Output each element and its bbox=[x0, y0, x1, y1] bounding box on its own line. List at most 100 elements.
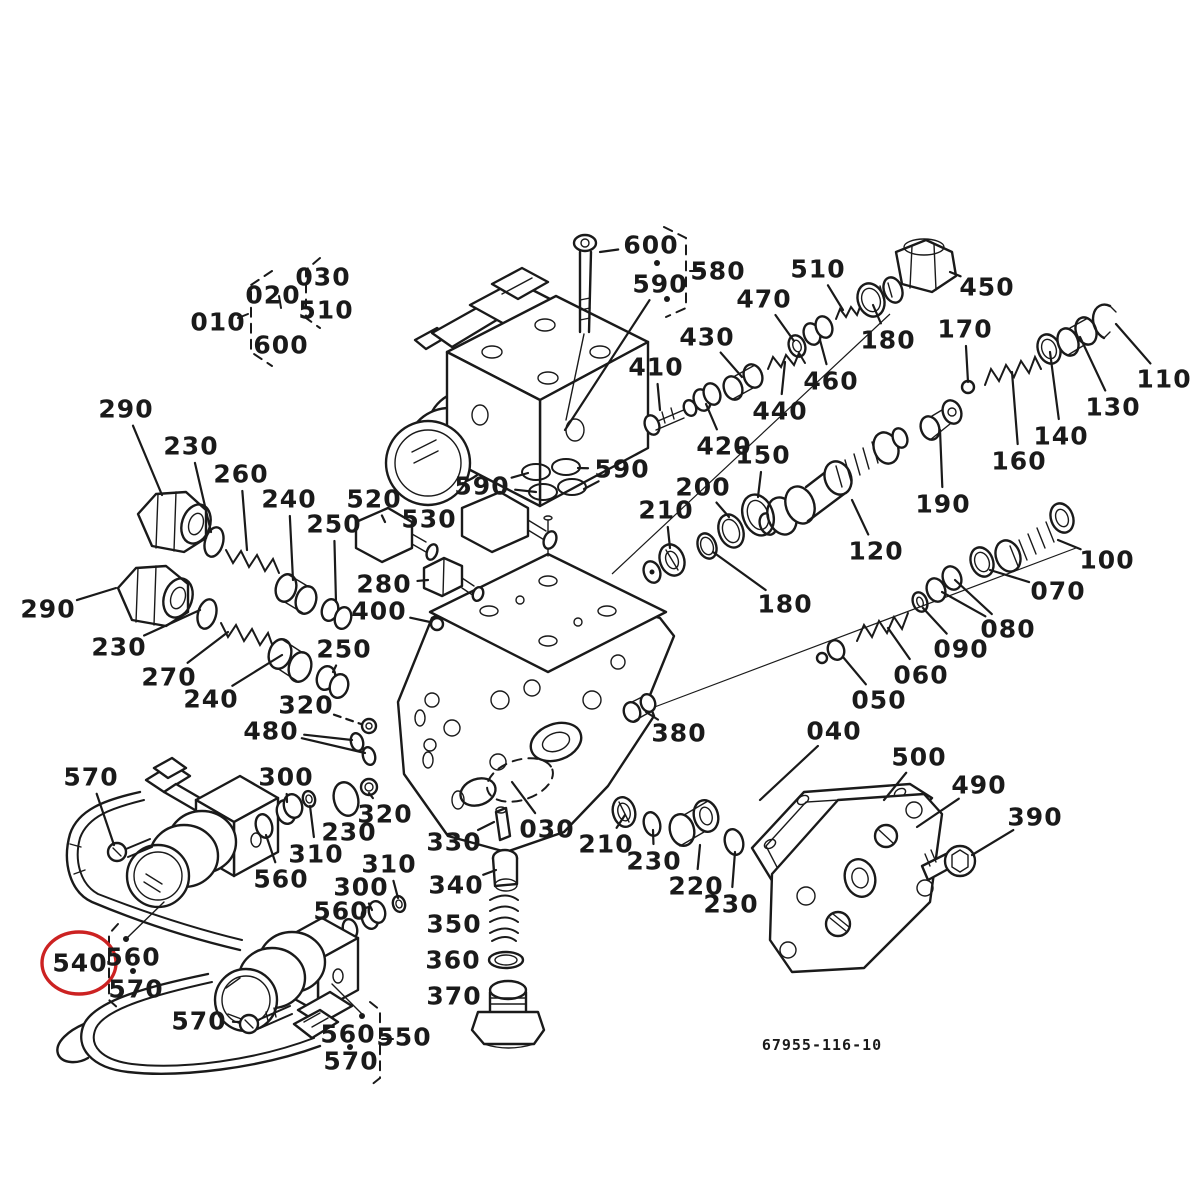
leader-line-230 bbox=[731, 850, 737, 889]
callout-410: 410 bbox=[628, 352, 684, 382]
leader-line-080 bbox=[953, 578, 993, 616]
callout-270: 270 bbox=[141, 662, 197, 692]
leader-line-240 bbox=[231, 653, 284, 687]
leader-line-090 bbox=[921, 606, 948, 635]
callout-590: 590 bbox=[632, 269, 688, 299]
callout-220: 220 bbox=[668, 871, 724, 901]
callout-130: 130 bbox=[1085, 392, 1141, 422]
leader-line-280 bbox=[416, 578, 430, 583]
leader-lines bbox=[75, 248, 1152, 1024]
callout-250: 250 bbox=[306, 509, 362, 539]
leader-line-590 bbox=[510, 471, 530, 479]
solenoid-assembly-1 bbox=[65, 756, 407, 952]
mid-oring-chain bbox=[642, 493, 776, 584]
callout-240: 240 bbox=[261, 484, 317, 514]
leader-line-240 bbox=[288, 514, 295, 582]
callout-200: 200 bbox=[675, 472, 731, 502]
callout-260: 260 bbox=[213, 459, 269, 489]
callout-310: 310 bbox=[288, 839, 344, 869]
leader-line-460 bbox=[818, 338, 828, 366]
solenoid-assembly-2 bbox=[56, 916, 360, 1075]
callout-050: 050 bbox=[851, 685, 907, 715]
mounting-bolt bbox=[565, 233, 598, 421]
callout-360: 360 bbox=[425, 945, 481, 975]
callout-180: 180 bbox=[860, 325, 916, 355]
callout-430: 430 bbox=[679, 322, 735, 352]
callout-020: 020 bbox=[245, 280, 301, 310]
main-valve-body bbox=[396, 515, 676, 854]
leader-line-590 bbox=[582, 480, 600, 491]
leader-line-040 bbox=[758, 744, 820, 802]
callout-180: 180 bbox=[757, 589, 813, 619]
leader-line-320 bbox=[367, 791, 374, 800]
highlight-circle bbox=[40, 930, 118, 996]
highlight-layer bbox=[40, 930, 118, 996]
callout-570: 570 bbox=[108, 974, 164, 1004]
callout-110: 110 bbox=[1136, 364, 1192, 394]
leader-line-070 bbox=[988, 568, 1031, 584]
callout-230: 230 bbox=[626, 846, 682, 876]
top-solenoid-valve-assembly bbox=[384, 233, 650, 508]
pilot-valve-chain-upper-right bbox=[643, 238, 958, 436]
leader-line-510 bbox=[826, 284, 845, 312]
callout-600: 600 bbox=[623, 230, 679, 260]
leader-line-080 bbox=[940, 590, 987, 618]
callout-380: 380 bbox=[651, 718, 707, 748]
callout-590: 590 bbox=[594, 454, 650, 484]
leader-line-310 bbox=[308, 804, 315, 839]
drawing-number: 67955-116-10 bbox=[761, 1036, 883, 1054]
end-cover-group bbox=[750, 782, 977, 974]
callout-090: 090 bbox=[933, 634, 989, 664]
leader-line-490 bbox=[915, 797, 960, 829]
callout-290: 290 bbox=[20, 594, 76, 624]
leader-line-260 bbox=[241, 489, 249, 552]
callout-570: 570 bbox=[63, 762, 119, 792]
leader-line-590 bbox=[514, 488, 538, 494]
callout-120: 120 bbox=[848, 536, 904, 566]
leader-line-180 bbox=[711, 550, 767, 592]
callout-560: 560 bbox=[253, 864, 309, 894]
callout-300: 300 bbox=[258, 762, 314, 792]
callout-560: 560 bbox=[313, 896, 369, 926]
leader-line-030 bbox=[510, 780, 537, 815]
callout-210: 210 bbox=[578, 829, 634, 859]
callout-230: 230 bbox=[91, 632, 147, 662]
leader-line-050 bbox=[841, 655, 867, 686]
callout-250: 250 bbox=[316, 634, 372, 664]
callout-080: 080 bbox=[980, 614, 1036, 644]
leader-line-250 bbox=[331, 664, 338, 674]
leader-line-110 bbox=[1114, 322, 1152, 365]
leader-line-210 bbox=[615, 813, 627, 829]
leader-line-160 bbox=[1010, 370, 1019, 446]
leader-line-310 bbox=[392, 879, 400, 900]
callout-100: 100 bbox=[1079, 545, 1135, 575]
callout-210: 210 bbox=[638, 495, 694, 525]
leader-line-170 bbox=[964, 344, 970, 384]
callout-230: 230 bbox=[163, 431, 219, 461]
callout-010: 010 bbox=[190, 307, 246, 337]
leader-line-100 bbox=[1056, 538, 1082, 551]
leader-line-560 bbox=[264, 833, 277, 864]
callout-350: 350 bbox=[426, 909, 482, 939]
callout-500: 500 bbox=[891, 742, 947, 772]
callout-470: 470 bbox=[736, 284, 792, 314]
callout-570: 570 bbox=[323, 1046, 379, 1076]
leader-line-380 bbox=[644, 710, 660, 721]
callout-560: 560 bbox=[105, 942, 161, 972]
leader-line-220 bbox=[696, 843, 702, 871]
callout-320: 320 bbox=[357, 799, 413, 829]
leader-line-120 bbox=[850, 498, 870, 536]
callout-300: 300 bbox=[333, 872, 389, 902]
leader-line-470 bbox=[774, 313, 796, 343]
callout-070: 070 bbox=[1030, 576, 1086, 606]
callout-280: 280 bbox=[356, 569, 412, 599]
side-plug-380 bbox=[622, 693, 657, 723]
callout-170: 170 bbox=[937, 314, 993, 344]
callout-320: 320 bbox=[278, 690, 334, 720]
leader-line-250 bbox=[333, 539, 338, 604]
leader-line-480 bbox=[300, 737, 367, 755]
callout-040: 040 bbox=[806, 716, 862, 746]
leader-line-320 bbox=[332, 713, 363, 726]
callout-310: 310 bbox=[361, 849, 417, 879]
